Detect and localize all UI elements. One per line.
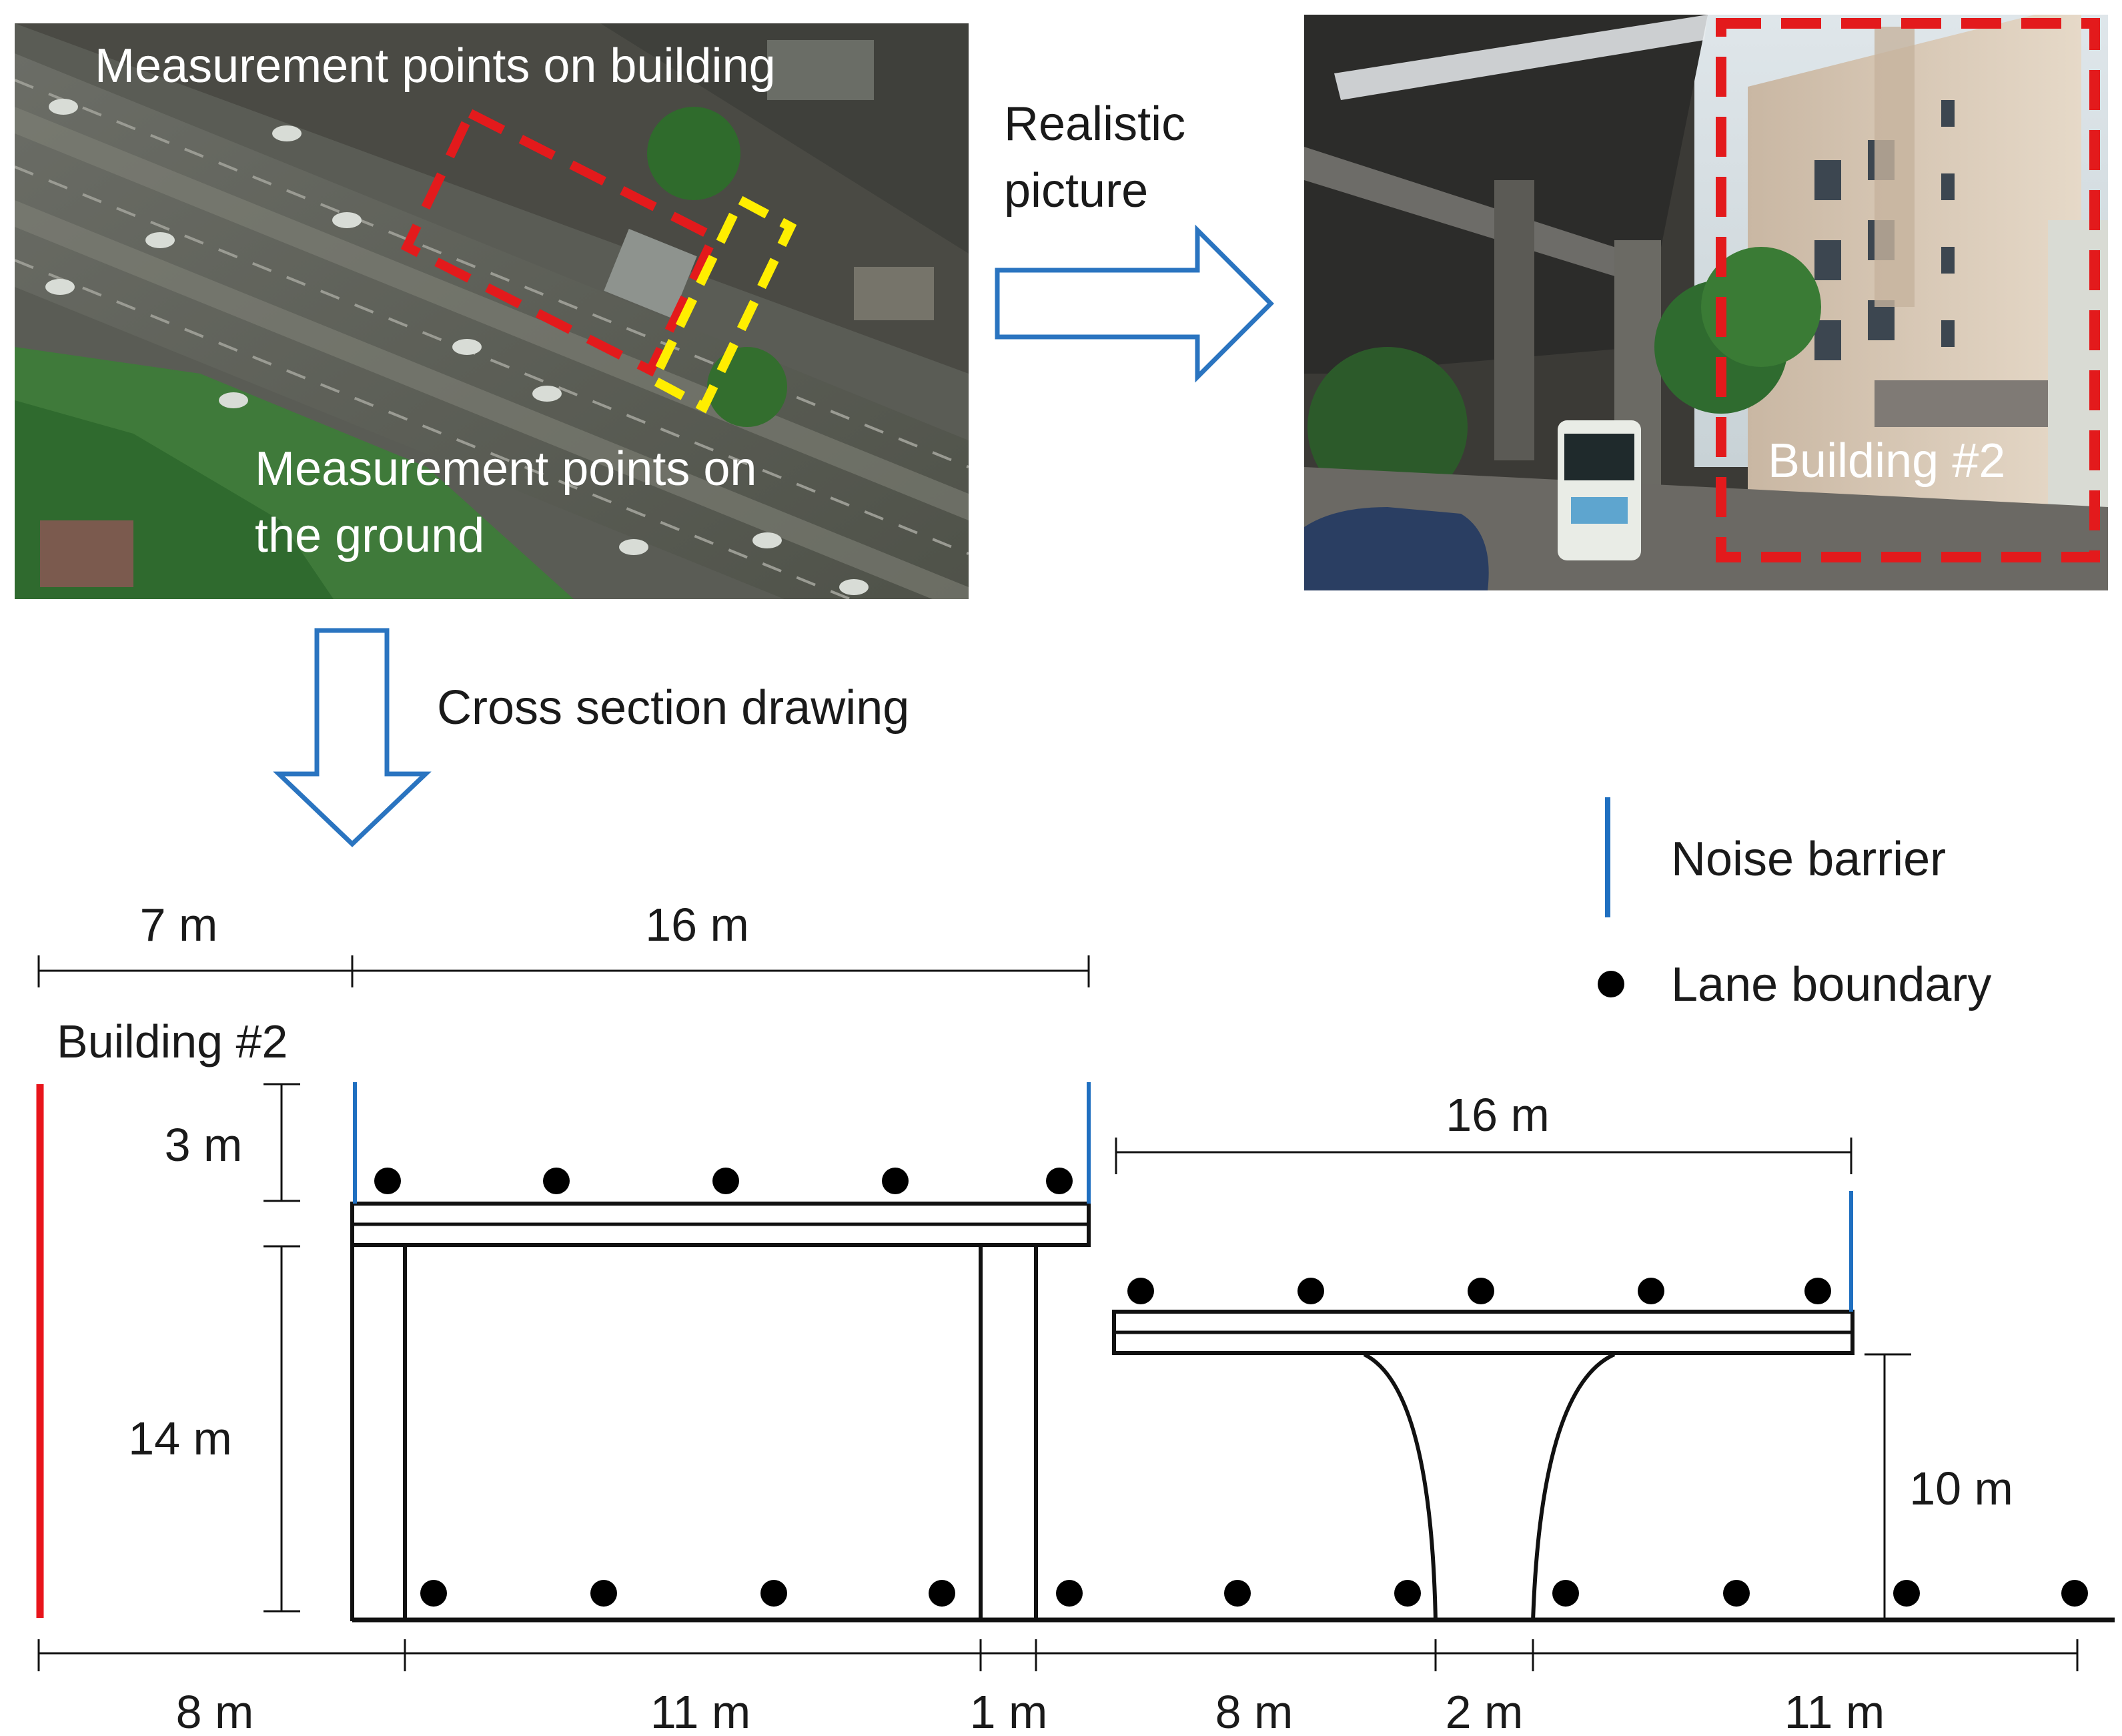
lane-dot xyxy=(760,1580,787,1607)
right-arrow-icon xyxy=(995,224,1274,383)
realistic-photo xyxy=(1304,15,2108,590)
building-highlight-box xyxy=(1716,18,2100,562)
dim-barrier-height: 3 m xyxy=(165,1119,243,1171)
dim-lower-height: 10 m xyxy=(1909,1462,2013,1514)
ground-points-label-line2: the ground xyxy=(255,509,484,562)
lane-boundary-dots xyxy=(374,1168,2088,1607)
lane-dot xyxy=(1552,1580,1579,1607)
dim-bottom-2: 11 m xyxy=(650,1686,750,1736)
lane-dot xyxy=(1723,1580,1750,1607)
lane-dot xyxy=(1468,1278,1494,1304)
lane-dot xyxy=(1127,1278,1154,1304)
building-points-label: Measurement points on building xyxy=(95,39,776,93)
lane-dot xyxy=(374,1168,401,1194)
realistic-picture-label-line2: picture xyxy=(1004,164,1148,218)
lane-dot xyxy=(543,1168,570,1194)
dim-bottom-5: 2 m xyxy=(1446,1686,1524,1736)
aerial-image xyxy=(15,23,969,599)
lane-dot xyxy=(1638,1278,1664,1304)
ground-marker-box xyxy=(647,193,797,414)
lane-dot xyxy=(1893,1580,1920,1607)
dim-bottom-4: 8 m xyxy=(1215,1686,1293,1736)
lane-dot xyxy=(2061,1580,2088,1607)
lane-dot xyxy=(1046,1168,1073,1194)
building-marker-box xyxy=(400,107,720,377)
lane-dot xyxy=(590,1580,617,1607)
lane-dot xyxy=(712,1168,739,1194)
legend-noise-barrier-label: Noise barrier xyxy=(1671,833,1946,886)
cross-section-label: Cross section drawing xyxy=(437,681,909,735)
photo-building-label: Building #2 xyxy=(1768,434,2005,488)
legend-lane-boundary-dot xyxy=(1598,971,1624,997)
lane-dot xyxy=(1224,1580,1251,1607)
dim-top-right: 16 m xyxy=(645,899,749,951)
realistic-picture-label-line1: Realistic xyxy=(1004,97,1185,151)
legend-lane-boundary-label: Lane boundary xyxy=(1671,958,1991,1011)
lane-dot xyxy=(420,1580,447,1607)
cross-section-drawing xyxy=(36,955,2115,1671)
dim-bottom-3: 1 m xyxy=(970,1686,1048,1736)
section-building-label: Building #2 xyxy=(57,1015,288,1067)
lane-dot xyxy=(1297,1278,1324,1304)
lane-dot xyxy=(1394,1580,1421,1607)
lane-dot xyxy=(882,1168,909,1194)
dim-bottom-6: 11 m xyxy=(1784,1686,1885,1736)
lane-dot xyxy=(929,1580,955,1607)
dim-upper-deck: 16 m xyxy=(1446,1089,1550,1141)
lane-dot xyxy=(1056,1580,1083,1607)
down-arrow-icon xyxy=(273,628,432,847)
dim-top-left: 7 m xyxy=(140,899,218,951)
dim-bottom-1: 8 m xyxy=(176,1686,254,1736)
dim-upper-height: 14 m xyxy=(128,1412,232,1464)
lane-dot xyxy=(1804,1278,1831,1304)
ground-points-label-line1: Measurement points on xyxy=(255,442,756,496)
